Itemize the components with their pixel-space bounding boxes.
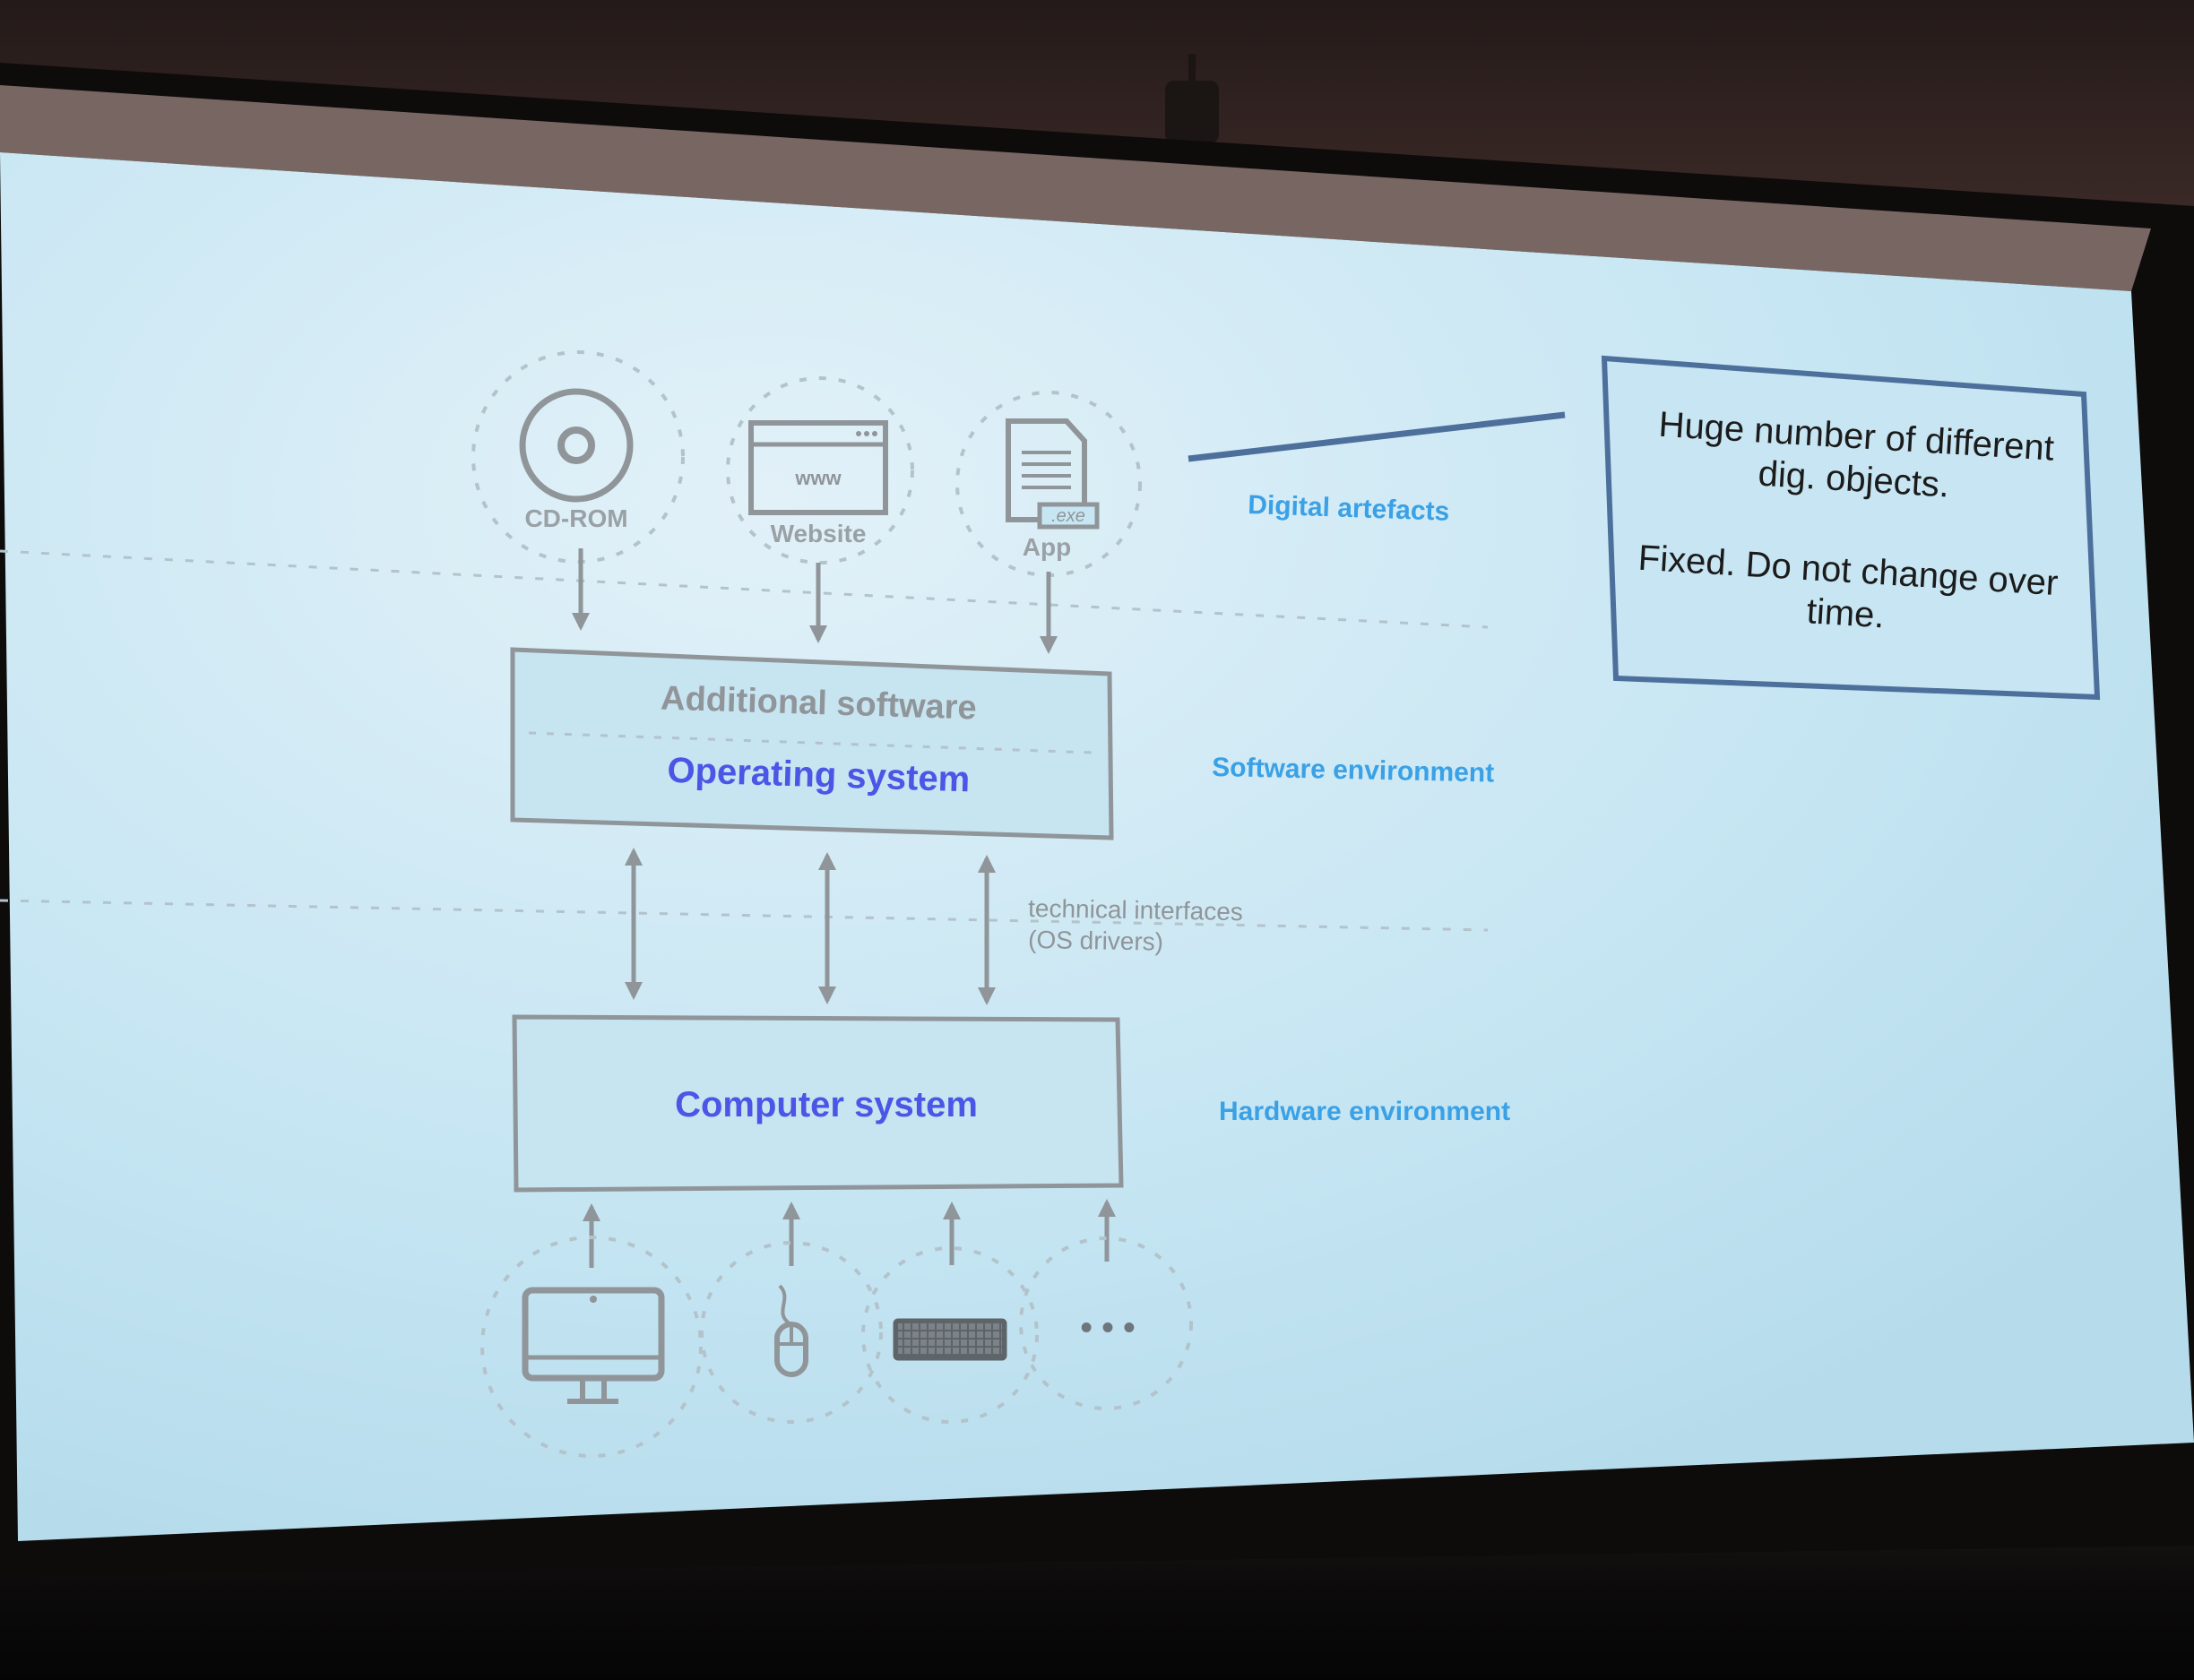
layer-divider-interfaces [0, 899, 1489, 932]
artefact-label: Website [771, 520, 867, 547]
layer-label-software-environment: Software environment [1212, 753, 1495, 788]
callout-note: Huge number of different dig. objects. F… [1601, 355, 2101, 701]
artefact-label: CD-ROM [524, 504, 627, 532]
mouse-icon [774, 1284, 808, 1377]
note-line-4: time. [1806, 591, 1886, 635]
projector-mount [1165, 54, 1219, 143]
layer-divider-artefacts [0, 549, 1489, 629]
app-badge: .exe [1051, 506, 1085, 526]
artefact-website: www Website [726, 376, 914, 564]
device-mouse [700, 1241, 883, 1424]
artefact-cd-rom: CD-ROM [471, 350, 685, 564]
operating-system-label: Operating system [667, 751, 971, 800]
layer-label-hardware-environment: Hardware environment [1219, 1097, 1510, 1126]
hardware-box: Computer system [512, 1014, 1124, 1193]
svg-text:technical interfaces: technical interfaces [1028, 894, 1243, 926]
website-icon: www [748, 420, 888, 515]
svg-text:(OS drivers): (OS drivers) [1028, 926, 1163, 956]
more-icon: • • • [1080, 1309, 1135, 1347]
device-more: • • • [1019, 1236, 1193, 1410]
screen-top-band [0, 85, 2151, 291]
technical-interfaces-label: technical interfaces (OS drivers) [1028, 894, 1243, 956]
keyboard-icon [893, 1318, 1007, 1361]
software-box: Additional software Operating system [510, 647, 1114, 840]
artefact-label: App [1023, 533, 1071, 561]
website-badge: www [794, 467, 842, 489]
computer-system-label: Computer system [675, 1085, 978, 1124]
cd-rom-icon [519, 388, 634, 503]
device-monitor [480, 1236, 703, 1458]
app-file-icon: .exe [1006, 418, 1100, 530]
callout-connector [1188, 411, 1566, 462]
layer-label-digital-artefacts: Digital artefacts [1248, 490, 1450, 527]
monitor-icon [522, 1287, 665, 1404]
device-keyboard [861, 1246, 1039, 1424]
